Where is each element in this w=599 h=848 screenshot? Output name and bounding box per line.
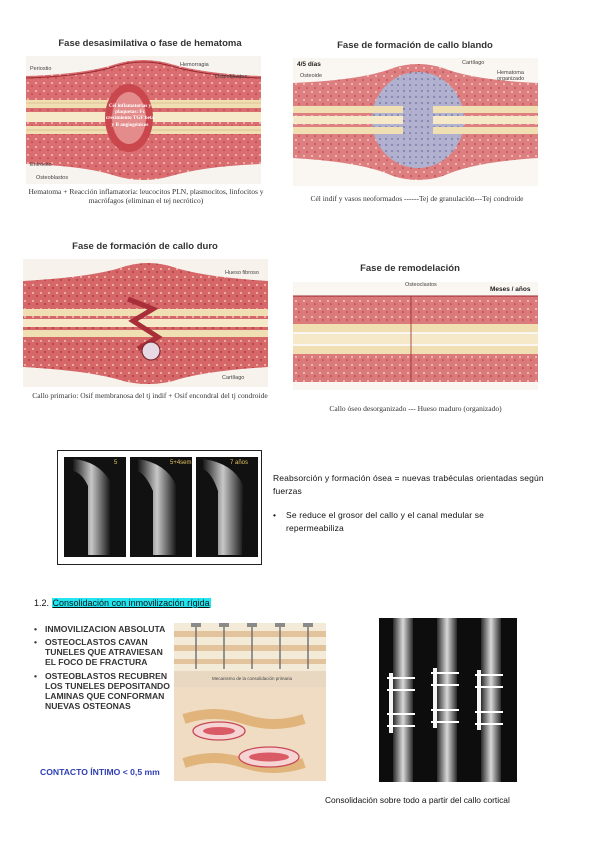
callo-blando-label-cartilago: Cartílago: [462, 60, 485, 66]
section-heading: 1.2. Consolidación con inmovilización rí…: [34, 598, 211, 608]
xray-images: [64, 457, 258, 557]
section-title-link[interactable]: Consolidación con inmovilización rígida: [51, 598, 211, 608]
hematoma-label-periostio: Periostio: [30, 66, 52, 72]
remodelacion-title: Fase de remodelación: [360, 263, 460, 274]
xray-bullet: • Se reduce el grosor del callo y el can…: [273, 509, 543, 535]
xray-text: Reabsorción y formación ósea = nuevas tr…: [273, 473, 544, 497]
hematoma-caption: Hematoma + Reacción inflamatoria: leucoc…: [28, 187, 264, 206]
remodelacion-illustration: [293, 282, 538, 390]
callo-duro-label-cartilago: Cartílago: [222, 375, 245, 381]
section-number: 1.2.: [34, 598, 50, 608]
callo-duro-caption: Callo primario: Osif membranosa del tj i…: [32, 391, 268, 400]
callo-blando-label-hematoma: Hematoma organizado: [497, 70, 525, 83]
callo-blando-caption: Cél indif y vasos neoformados ------Tej …: [310, 194, 524, 203]
osteon-diagram: [174, 623, 326, 781]
hematoma-label-hemorragia: Hemorragia: [180, 62, 209, 68]
rigid-fixation-bullets: INMOVILIZACION ABSOLUTA OSTEOCLASTOS CAV…: [34, 624, 174, 714]
plate-radiograph: [379, 618, 517, 782]
remodelacion-caption: Callo óseo desorganizado --- Hueso madur…: [329, 404, 502, 413]
callo-blando-tag: 4/5 días: [297, 61, 321, 68]
hematoma-label-osteoblastos-bottom: Osteoblastos: [36, 175, 69, 181]
hematoma-illustration: [26, 56, 261, 184]
callo-blando-illustration: [293, 58, 538, 186]
consolidation-caption: Consolidación sobre todo a partir del ca…: [325, 795, 510, 805]
bullet-dot: •: [273, 510, 277, 520]
xray-panel: 5 5+4sem 7 años: [57, 450, 262, 565]
hematoma-label-eritrocito: Eritrocito: [30, 162, 52, 168]
hematoma-label-osteoblastos-top: Osteoblastos: [215, 74, 248, 80]
bullet-item: OSTEOCLASTOS CAVAN TUNELES QUE ATRAVIESA…: [34, 637, 174, 667]
remodelacion-label-osteoclastos: Osteoclastos: [405, 282, 437, 288]
hematoma-center-note: Cél inflamatorias y plaquetas: Fc crecim…: [105, 103, 155, 128]
contact-note: CONTACTO ÍNTIMO < 0,5 mm: [40, 767, 160, 777]
bullet-item: INMOVILIZACION ABSOLUTA: [34, 624, 174, 634]
callo-blando-label-osteoide: Osteoide: [300, 73, 323, 79]
xray-label-3: 7 años: [230, 460, 249, 466]
hematoma-title: Fase desasimilativa o fase de hematoma: [58, 38, 242, 49]
osteon-diagram-heading: Mecanismo de la consolidación primaria: [212, 676, 293, 681]
callo-duro-illustration: [23, 259, 268, 387]
bullet-item: OSTEOBLASTOS RECUBREN LOS TUNELES DEPOSI…: [34, 671, 174, 712]
xray-label-1: 5: [114, 460, 118, 466]
xray-label-2: 5+4sem: [170, 460, 192, 466]
xray-bullet-text: Se reduce el grosor del callo y el canal…: [286, 510, 485, 534]
callo-duro-label-hueso-fibroso: Hueso fibroso: [225, 270, 259, 276]
callo-duro-title: Fase de formación de callo duro: [72, 241, 218, 252]
callo-blando-title: Fase de formación de callo blando: [337, 40, 493, 51]
remodelacion-tag: Meses / años: [490, 286, 531, 293]
